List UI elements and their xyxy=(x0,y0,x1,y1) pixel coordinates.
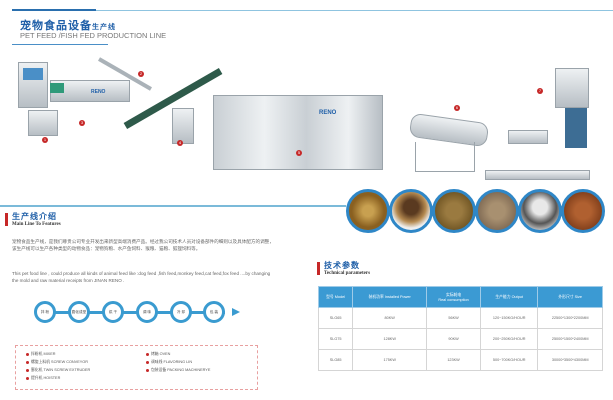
process-step-packing: 包 装 xyxy=(203,301,225,323)
equipment-legend: 拌粉机 MIXER 螺旋上料机 SCREW CONVEYOR 膨化机 TWIN … xyxy=(15,345,258,390)
food-image-husky xyxy=(518,189,562,233)
legend-item: 烤箱 OVEN xyxy=(146,350,210,358)
legend-item: 拌粉机 MIXER xyxy=(26,350,90,358)
page-subtitle: PET FEED /FISH FED PRODUCTION LINE xyxy=(20,31,167,40)
cell-model: SLG85 xyxy=(317,349,354,371)
marker-2: 2 xyxy=(138,71,144,77)
features-heading-cn: 生产线介绍 xyxy=(12,212,57,221)
sewing-machine xyxy=(508,130,548,144)
marker-6: 6 xyxy=(454,105,460,111)
process-step-drying: 烘 干 xyxy=(102,301,124,323)
extruder-motor xyxy=(50,83,64,93)
marker-4: 4 xyxy=(177,140,183,146)
page-title: 宠物食品设备生产线 xyxy=(20,17,116,33)
process-step-extruding: 膨化成型 xyxy=(68,301,90,323)
marker-5: 5 xyxy=(296,150,302,156)
top-rule xyxy=(12,10,613,11)
cell-size: 25000*1500*2400MM xyxy=(537,328,603,350)
tech-heading-en: Technical parameters xyxy=(324,271,371,276)
features-paragraph-en: This pet food line , could produce all k… xyxy=(12,271,271,283)
packing-hopper xyxy=(555,68,589,108)
section-marker xyxy=(5,213,8,226)
hoister-control-box xyxy=(172,108,194,144)
legend-item: 螺旋上料机 SCREW CONVEYOR xyxy=(26,358,90,366)
cell-size: 30000*3500*4300MM xyxy=(537,349,603,371)
process-step-flavoring: 调 味 xyxy=(136,301,158,323)
cell-installed-power: 128KW xyxy=(352,328,428,350)
section-divider xyxy=(0,205,346,207)
legend-item: 提升机 HOISTER xyxy=(26,374,90,382)
cell-real-consumption: 90KW xyxy=(426,328,481,350)
cell-real-consumption: 123KW xyxy=(426,349,481,371)
food-image-puppy xyxy=(389,189,433,233)
marker-7: 7 xyxy=(537,88,543,94)
legend-item: 膨化机 TWIN SCREW EXTRUDER xyxy=(26,366,90,374)
top-rule-accent xyxy=(12,9,96,11)
process-step-cooling: 冷 却 xyxy=(170,301,192,323)
column-header-size: 外形尺寸 Size xyxy=(537,286,603,308)
cell-real-consumption: 56KW xyxy=(426,307,481,329)
brand-logo: RENO xyxy=(91,89,106,95)
cell-output: 120~150KG/HOUR xyxy=(479,307,539,329)
food-image-cat-food xyxy=(561,189,605,233)
marker-3: 3 xyxy=(79,120,85,126)
features-heading-en: Main Line To Features xyxy=(12,222,61,227)
title-cn: 宠物食品设备 xyxy=(20,20,92,32)
oven-brand-logo: RENO xyxy=(319,110,337,116)
title-cn-suffix: 生产线 xyxy=(92,24,116,31)
process-connector xyxy=(45,311,225,314)
cell-model: SLG75 xyxy=(317,328,354,350)
cell-installed-power: 175KW xyxy=(352,349,428,371)
control-cabinet xyxy=(18,62,48,108)
cell-output: 200~250KG/HOUR xyxy=(479,328,539,350)
column-header-output: 生产能力 Output xyxy=(479,286,539,308)
process-step-mixing: 拌 粉 xyxy=(34,301,56,323)
food-image-kibble xyxy=(346,189,390,233)
oven: RENO xyxy=(213,95,383,170)
tech-heading-cn: 技术参数 xyxy=(324,261,360,270)
cell-installed-power: 80KW xyxy=(352,307,428,329)
tech-section-marker xyxy=(317,262,320,275)
drum-stand xyxy=(415,142,475,172)
mixer xyxy=(28,110,58,136)
features-paragraph-cn: 宠物食品生产线，是我们尊贵公司专业开发出来新型高端消费产品。经过我公司技术人员对… xyxy=(12,239,274,251)
production-line-illustration: RENO RENO xyxy=(0,50,613,185)
packing-scale xyxy=(565,108,587,148)
legend-item: 包装设备 PACKING MACHINERYE xyxy=(146,366,210,374)
column-header-installed-power: 装机功率 Installed Power xyxy=(352,286,428,308)
cell-output: 500~700KG/HOUR xyxy=(479,349,539,371)
food-image-pellets xyxy=(432,189,476,233)
packing-conveyor xyxy=(485,170,590,180)
legend-right-column: 烤箱 OVEN 调味线 FLAVORING LIN 包装设备 PACKING M… xyxy=(146,350,210,374)
twin-screw-extruder: RENO xyxy=(50,80,130,102)
cell-model: SLG65 xyxy=(317,307,354,329)
cell-size: 22500*1300*2200MM xyxy=(537,307,603,329)
food-image-fish-feed xyxy=(475,189,519,233)
marker-1: 1 xyxy=(42,137,48,143)
legend-left-column: 拌粉机 MIXER 螺旋上料机 SCREW CONVEYOR 膨化机 TWIN … xyxy=(26,350,90,382)
legend-item: 调味线 FLAVORING LIN xyxy=(146,358,210,366)
process-arrow-icon xyxy=(232,308,240,316)
title-underline xyxy=(12,44,108,45)
column-header-model: 型号 Model xyxy=(317,286,354,308)
